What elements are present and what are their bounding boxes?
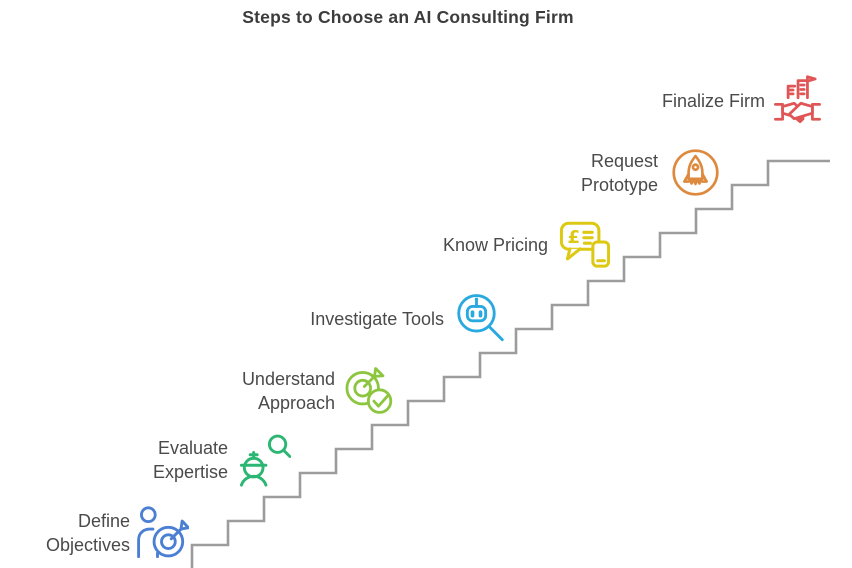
step-label-finalize-firm: Finalize Firm [661,90,765,111]
step-finalize-firm: Finalize Firm [648,74,824,127]
engineer-search-icon [235,432,292,488]
target-check-icon [343,364,397,418]
robot-search-icon [453,291,508,346]
svg-text:£: £ [567,227,580,248]
step-investigate-tools: Investigate Tools [284,291,508,346]
rocket-circle-icon [670,147,721,198]
step-label-know-pricing: Know Pricing [442,235,548,255]
person-target-icon [134,505,190,560]
step-label-investigate-tools: Investigate Tools [310,308,444,329]
step-know-pricing: Know Pricing £ [428,216,614,274]
handshake-building-icon [771,74,824,127]
diagram-title: Steps to Choose an AI Consulting Firm [242,7,574,27]
price-chat-icon: £ [556,216,614,274]
